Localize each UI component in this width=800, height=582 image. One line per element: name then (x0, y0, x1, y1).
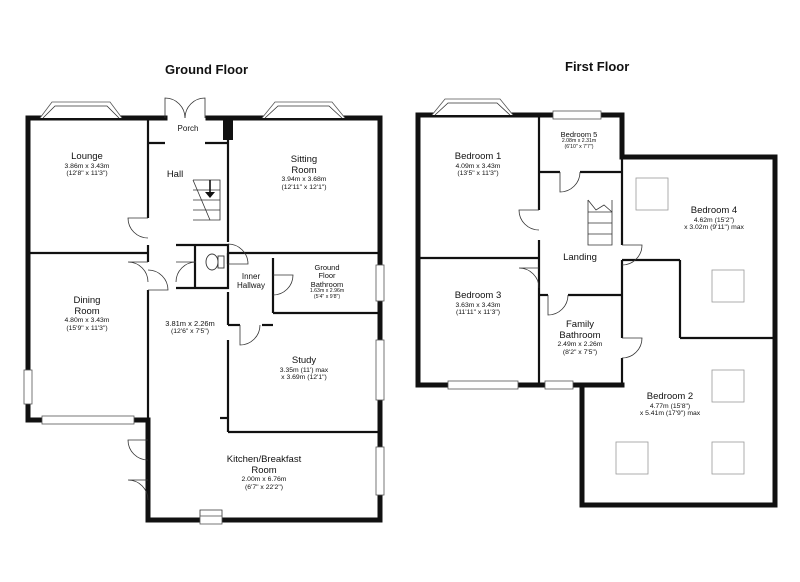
room-dim-imperial: x 3.02m (9'11") max (684, 224, 744, 232)
room-landing: Landing (563, 252, 597, 263)
room-dim-metric: 4.62m (15'2") (693, 216, 735, 224)
room-dim-imperial: (6'10" x 7'7") (564, 144, 594, 151)
room-dim-metric: 4.80m x 3.43m (64, 317, 110, 325)
room-bedroom-1: Bedroom 1 4.09m x 3.43m (13'5" x 11'3") (454, 151, 502, 178)
room-bedroom-4: Bedroom 4 4.62m (15'2") x 3.02m (9'11") … (684, 205, 744, 232)
room-dim-metric: 3.35m (11') max (279, 366, 329, 374)
room-dim-metric: 4.77m (15'8") (649, 402, 691, 410)
room-dim-imperial: (12'11" x 12'1") (281, 183, 327, 191)
first-door-swings (518, 171, 643, 359)
room-dim-imperial: (8'2" x 7'5") (562, 348, 598, 356)
room-bedroom-5: Bedroom 5 2.08m x 2.31m (6'10" x 7'7") (560, 130, 598, 151)
first-bay-windows (431, 98, 602, 390)
ground-stairs (192, 179, 221, 221)
room-name: Dining Room (73, 295, 101, 317)
room-name: Bedroom 3 (454, 290, 502, 301)
stairs-arrow-icon (205, 180, 215, 198)
ground-bay-windows (23, 97, 385, 496)
toilet-icon (205, 253, 225, 271)
room-dim-metric: 4.09m x 3.43m (455, 162, 501, 170)
room-dim-imperial: (15'9" x 11'3") (66, 324, 108, 332)
room-dim-imperial: (11'11" x 11'3") (455, 309, 501, 317)
room-lounge: Lounge 3.86m x 3.43m (12'8" x 11'3") (64, 151, 110, 178)
room-name: Bedroom 2 (646, 391, 694, 402)
first-floor-title: First Floor (565, 59, 630, 74)
room-bedroom-2: Bedroom 2 4.77m (15'8") x 5.41m (17'9") … (639, 391, 701, 418)
ground-floor-title: Ground Floor (165, 62, 249, 77)
room-name: Bedroom 1 (454, 151, 502, 162)
room-family-bathroom: Family Bathroom 2.49m x 2.26m (8'2" x 7'… (557, 319, 603, 356)
room-study: Study 3.35m (11') max x 3.69m (12'1") (279, 355, 329, 382)
room-dim-imperial: x 3.69m (12'1") (281, 374, 327, 382)
room-ground-floor-bathroom: Ground Floor Bathroom 1.63m x 2.96m (5'4… (309, 263, 345, 301)
skylight-icon (615, 177, 745, 475)
room-dim-imperial: (12'8" x 11'3") (66, 170, 108, 178)
room-name: Bedroom 5 (560, 130, 598, 139)
room-porch: Porch (177, 124, 199, 133)
ground-door-swings (127, 217, 294, 525)
room-dim-imperial: (13'5" x 11'3") (457, 170, 499, 178)
room-name: Lounge (71, 151, 103, 162)
room-dim-metric: 2.00m x 6.76m (241, 476, 287, 484)
room-dim-imperial: (5'4" x 9'8") (313, 293, 341, 300)
room-dim-imperial: x 5.41m (17'9") max (639, 410, 701, 418)
room-kitchen-breakfast: Kitchen/Breakfast Room 2.00m x 6.76m (6'… (226, 454, 302, 491)
room-dim-metric: 3.63m x 3.43m (455, 301, 501, 309)
room-dim-metric: 2.49m x 2.26m (557, 341, 603, 349)
room-dim-metric: 2.08m x 2.31m (561, 138, 597, 145)
first-stairs (587, 199, 613, 246)
room-name: Study (291, 355, 317, 366)
room-dim-imperial: (12'6" x 7'5") (170, 328, 210, 336)
room-bedroom-3: Bedroom 3 3.63m x 3.43m (11'11" x 11'3") (454, 290, 502, 317)
room-dim-metric: 3.94m x 3.68m (281, 176, 327, 184)
room-name: Bedroom 4 (690, 205, 738, 216)
room-dining-room: Dining Room 4.80m x 3.43m (15'9" x 11'3"… (64, 295, 110, 332)
room-hall: Hall (166, 169, 184, 180)
room-name: Kitchen/Breakfast Room (226, 454, 302, 476)
room-dim-imperial: (6'7" x 22'2") (244, 483, 284, 491)
room-sitting-room: Sitting Room 3.94m x 3.68m (12'11" x 12'… (281, 154, 327, 191)
room-inner-hallway: Inner Hallway (236, 272, 266, 290)
room-dim-metric: 3.81m x 2.26m (165, 319, 215, 328)
room-name: Sitting Room (290, 154, 318, 176)
room-name: Family Bathroom (559, 319, 601, 341)
room-name: Ground Floor Bathroom (310, 263, 344, 289)
room-dim-metric: 1.63m x 2.96m (309, 288, 345, 295)
room-dim-metric: 3.86m x 3.43m (64, 162, 110, 170)
room-hall-dimensions: 3.81m x 2.26m (12'6" x 7'5") (165, 319, 215, 336)
